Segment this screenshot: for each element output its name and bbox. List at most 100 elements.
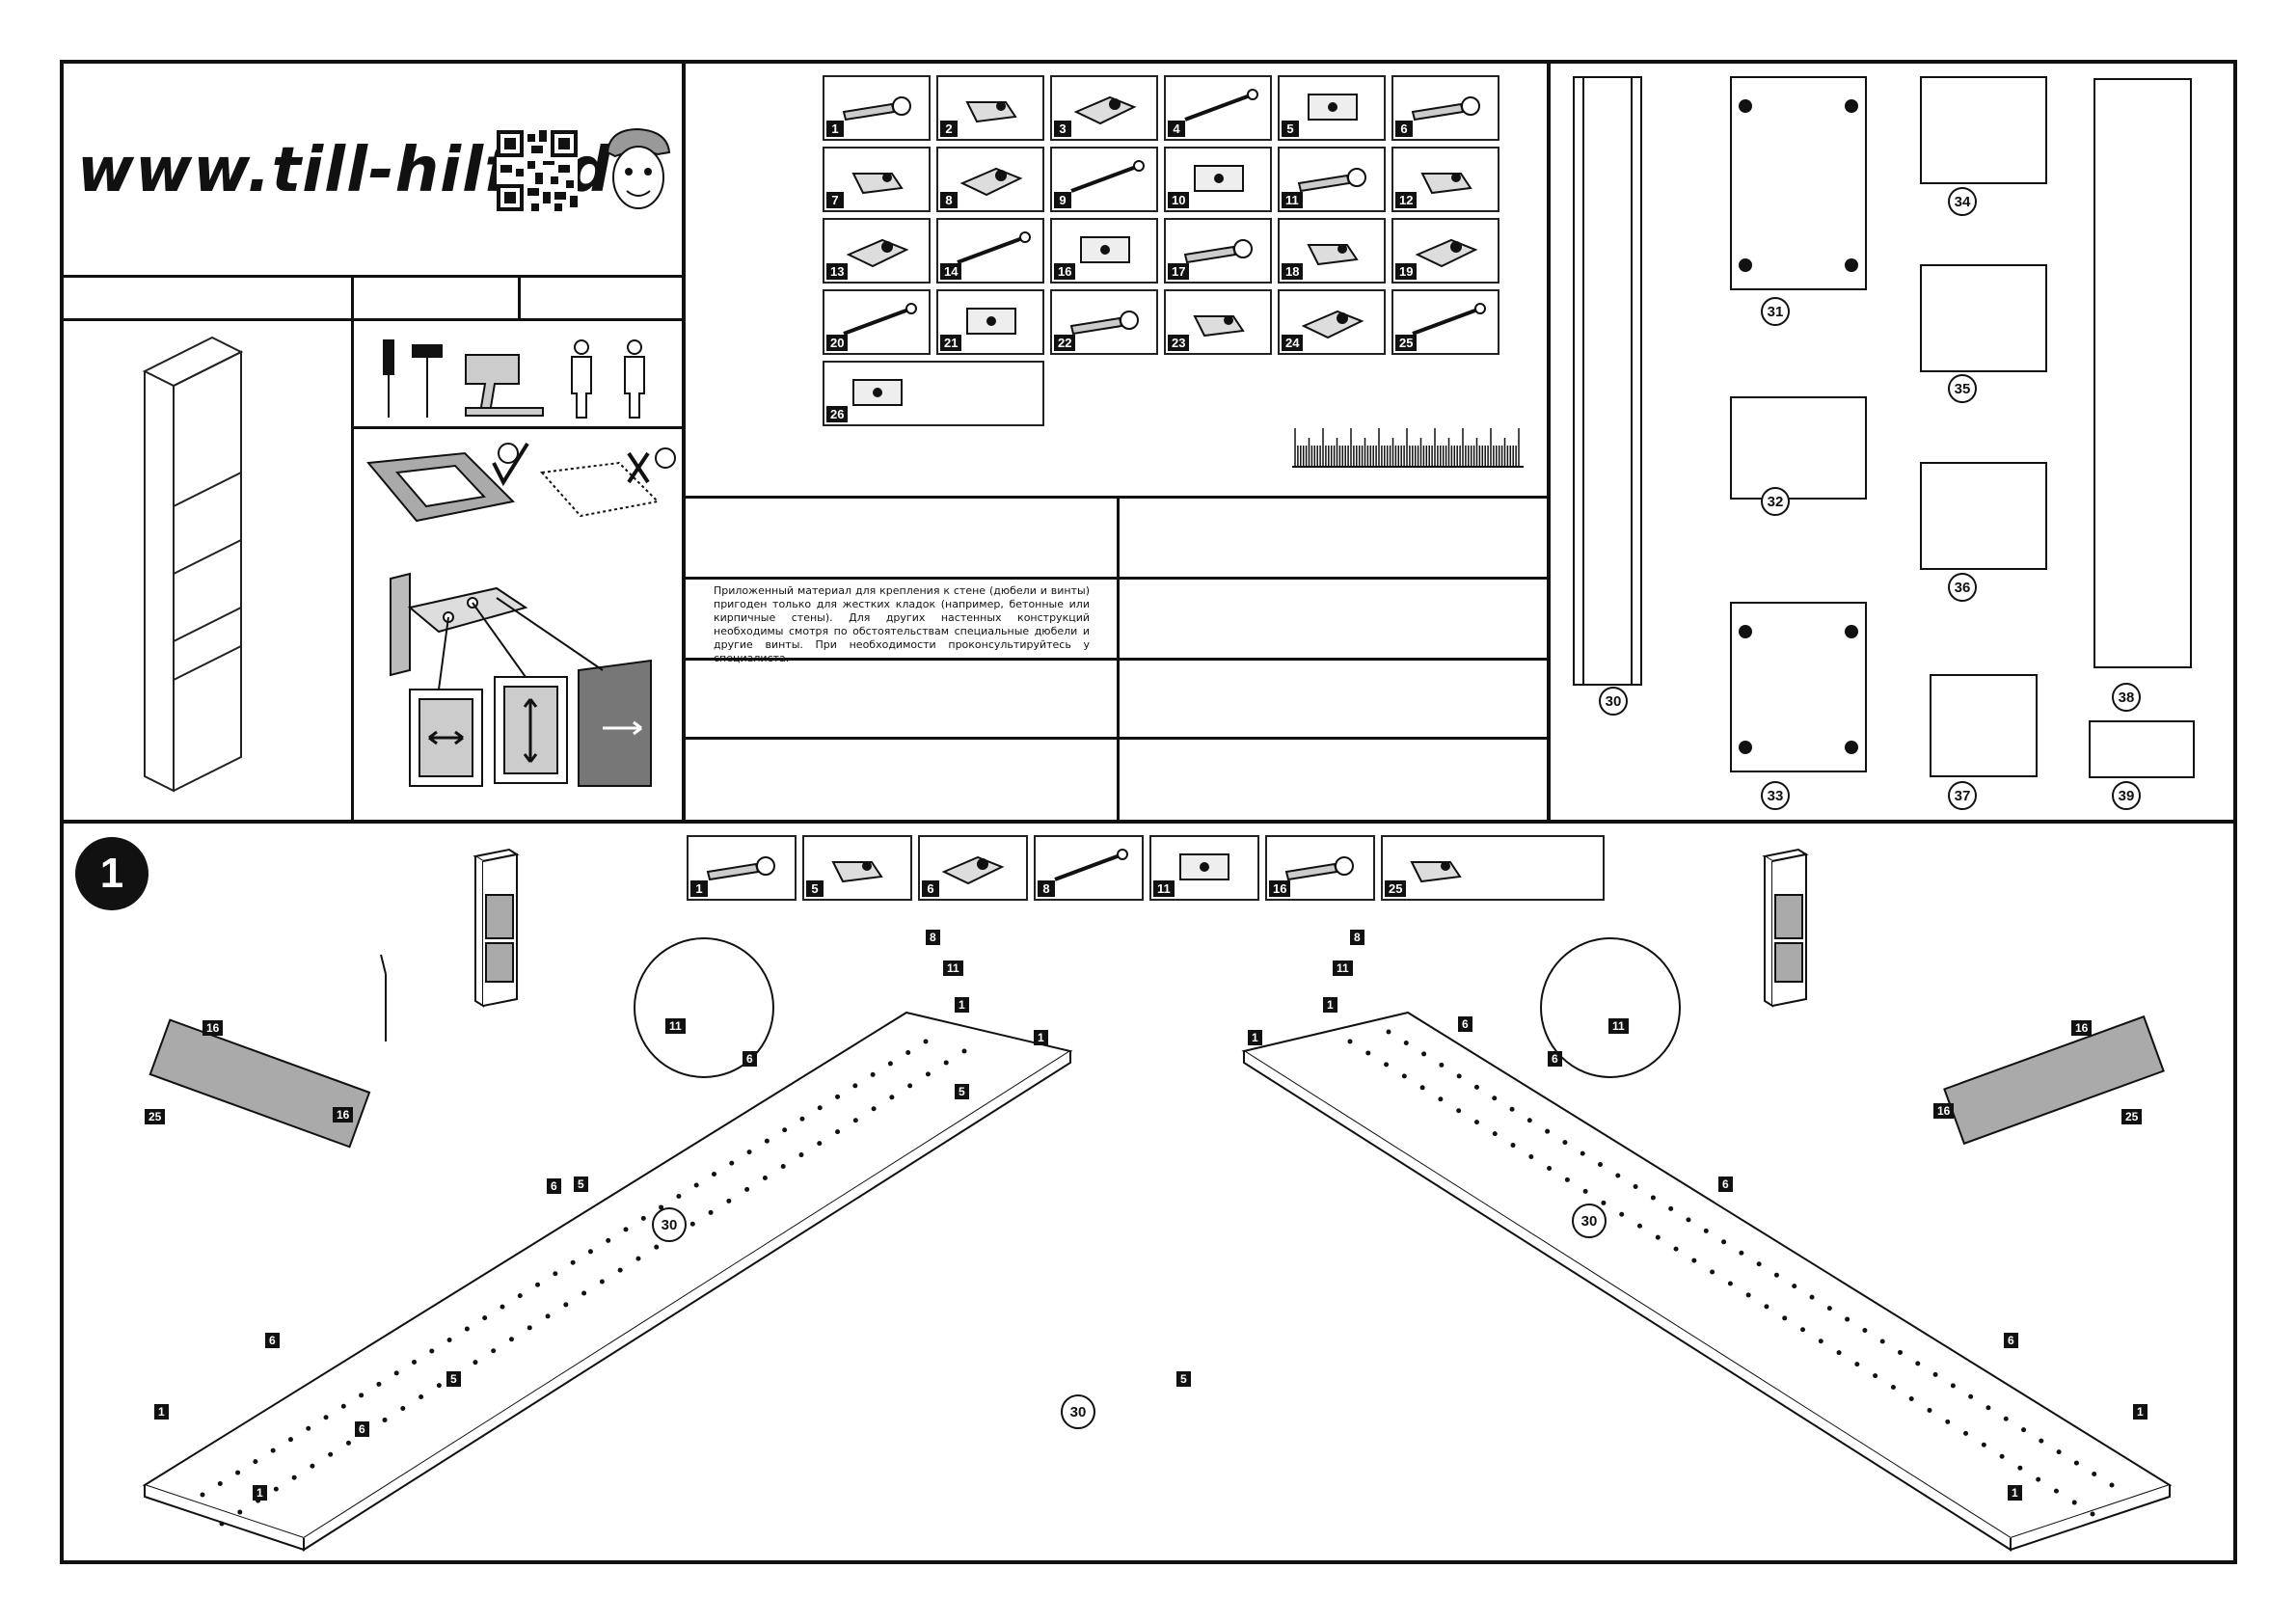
part-cell: 13 [823,218,931,284]
part-tag: 6 [547,1178,561,1194]
part-number: 5 [1282,121,1299,137]
part-number: 13 [826,263,849,280]
part-number: 16 [1269,880,1291,897]
part-cell: 14 [936,218,1044,284]
part-tag: 16 [203,1020,224,1036]
mounting-plate-icon [1308,94,1358,121]
part-tag: 16 [333,1107,354,1123]
part-number: 26 [826,406,849,422]
part-tag: 1 [154,1404,169,1420]
step-part-cell: 6 [918,835,1028,901]
part-icon [1410,861,1462,883]
panel-number-label: 33 [1761,781,1790,810]
part-number: 16 [1054,263,1076,280]
part-cell: 18 [1278,218,1386,284]
shelf-pin-icon [1411,96,1480,122]
part-number: 25 [1385,880,1407,897]
divider [60,318,685,321]
part-number: 11 [1282,192,1303,208]
part-number: 8 [1038,880,1055,897]
part-tag: 6 [743,1051,757,1067]
mascot-face-icon [606,127,671,209]
panel-number-label: 35 [1948,374,1977,403]
panel-number-label: 39 [2112,781,2141,810]
center-panel-label: 30 [1061,1394,1095,1429]
part-number: 18 [1282,263,1304,280]
part-number: 14 [940,263,962,280]
hinge-adjustment-diagram [390,572,652,787]
panel-number-label: 31 [1761,297,1790,326]
ruler-icon [1292,428,1524,468]
divider [351,426,685,429]
part-tag: 16 [1933,1103,1955,1119]
part-number: 4 [1168,121,1185,137]
part-tag: 6 [1548,1051,1562,1067]
part-cell: 24 [1278,289,1386,355]
part-tag: 5 [955,1084,969,1099]
step-part-cell: 8 [1034,835,1144,901]
panel-number-label: 34 [1948,187,1977,216]
part-number: 6 [922,880,939,897]
furniture-foot-icon [1301,310,1364,339]
part-number: 10 [1168,192,1190,208]
part-cell: 9 [1050,147,1158,212]
wall-mounting-note: Приложенный материал для крепления к сте… [714,584,1090,664]
step-frame [60,820,2237,1564]
soft-close-slide-icon [852,379,903,406]
part-cell: 25 [1391,289,1499,355]
part-cell: 21 [936,289,1044,355]
part-icon [941,855,1005,885]
drawer-slide-icon [1412,303,1486,336]
part-number: 1 [826,121,844,137]
divider [60,275,685,278]
wall-plug-icon [1194,165,1244,192]
part-icon [706,856,775,881]
nail-icon [957,231,1031,264]
pin-icon [846,238,909,268]
part-cell: 19 [1391,218,1499,284]
part-tag: 1 [253,1485,267,1501]
part-cell: 20 [823,289,931,355]
part-cell: 5 [1278,75,1386,141]
protect-surface-icon [366,442,676,523]
part-number: 7 [826,192,844,208]
part-cell: 23 [1164,289,1272,355]
cover-cap-icon [1420,173,1472,195]
part-number: 8 [940,192,958,208]
hinge-icon [1073,95,1137,125]
tools-icon [383,339,645,419]
part-number: 6 [1395,121,1413,137]
panel-label-left: 30 [652,1207,687,1242]
part-tag: 11 [1333,960,1353,976]
part-number: 22 [1054,335,1076,351]
cam-lock-icon [965,101,1017,123]
part-tag: 6 [1458,1016,1472,1032]
panel-30-right-assembly [1241,937,2173,1552]
cabinet-preview [142,336,244,793]
part-cell: 7 [823,147,931,212]
divider [1117,496,1120,824]
part-cell: 8 [936,147,1044,212]
part-number: 2 [940,121,958,137]
divider [682,60,686,824]
part-number: 21 [940,335,962,351]
part-cell: 22 [1050,289,1158,355]
panel-number-label: 32 [1761,487,1790,516]
strip-icon [843,303,917,336]
part-tag: 1 [2133,1404,2147,1420]
hanging-bracket-icon [1297,168,1366,193]
part-tag: 25 [145,1109,166,1124]
part-number: 3 [1054,121,1071,137]
part-number: 5 [806,880,824,897]
step-part-cell: 16 [1265,835,1375,901]
part-number: 9 [1054,192,1071,208]
part-number: 23 [1168,335,1190,351]
step-part-cell: 25 [1381,835,1605,901]
divider [1547,60,1551,824]
euro-screw-icon [1080,236,1130,263]
part-tag: 16 [2071,1020,2093,1036]
part-number: 1 [690,880,708,897]
part-cell: 1 [823,75,931,141]
part-cell: 16 [1050,218,1158,284]
part-tag: 6 [355,1421,369,1437]
